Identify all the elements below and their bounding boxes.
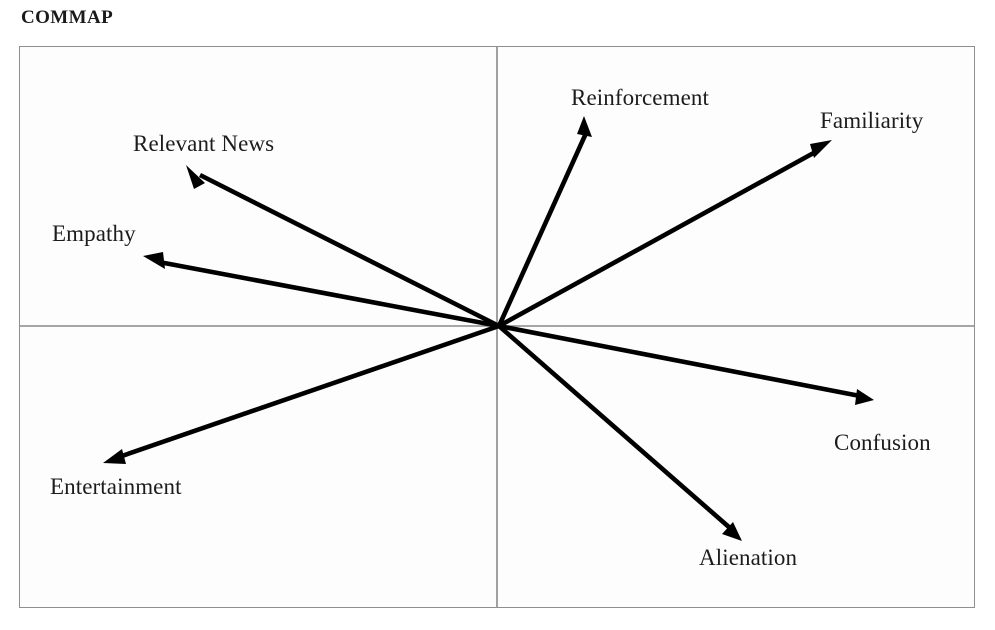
vector-label-empathy: Empathy: [52, 221, 136, 246]
page-title: COMMAP: [21, 7, 114, 28]
vector-label-relevant-news: Relevant News: [133, 131, 275, 156]
vector-label-alienation: Alienation: [699, 545, 798, 570]
vector-label-entertainment: Entertainment: [50, 474, 182, 499]
vector-label-confusion: Confusion: [834, 430, 931, 455]
vector-label-familiarity: Familiarity: [820, 108, 924, 133]
vector-label-reinforcement: Reinforcement: [571, 85, 709, 110]
